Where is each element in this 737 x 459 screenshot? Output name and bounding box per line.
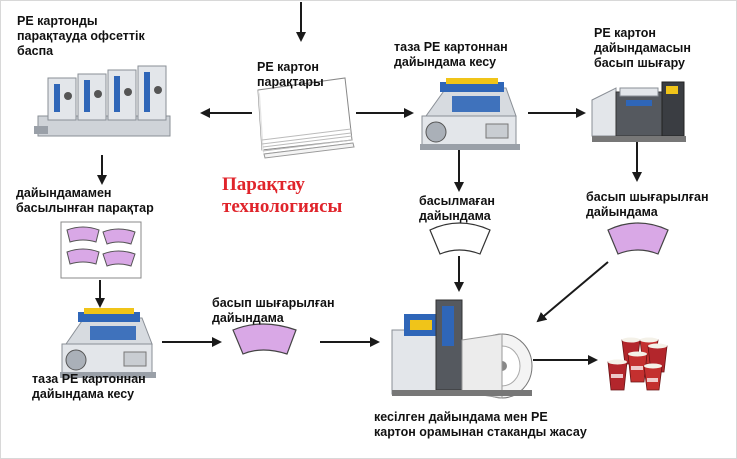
- die-cutting-machine-icon: [420, 78, 520, 150]
- label-printed-sheets: дайындамамен басылынған парақтар: [16, 186, 154, 215]
- offset-printing-press-icon: [34, 65, 171, 137]
- label-printed-blank-right: басып шығарылған дайындама: [586, 190, 709, 219]
- label-offset-print: PE картонды парақтауда офсеттік баспа: [17, 14, 145, 58]
- printed-sheets-icon: [60, 221, 142, 279]
- cup-forming-machine-icon: [391, 299, 533, 399]
- blank-printed-icon: [607, 222, 669, 255]
- label-die-cut-top: таза PE картоннан дайындама кесу: [394, 40, 508, 69]
- label-unprinted-blank: басылмаған дайындама: [419, 194, 495, 223]
- blank-printed-icon: [232, 323, 297, 355]
- diagram-title: Парақтау технологиясы: [222, 174, 372, 218]
- label-print-blank-top: PE картон дайындамасын басып шығару: [594, 26, 691, 70]
- paper-cups-icon: [607, 337, 668, 391]
- die-cutting-machine-icon: [60, 308, 156, 378]
- label-cup-making: кесілген дайындама мен PE картон орамына…: [374, 410, 587, 439]
- title-line-1: Парақтау: [222, 174, 305, 195]
- digital-printer-icon: [591, 81, 686, 142]
- paper-stack-icon: [257, 77, 355, 159]
- title-line-2: технологиясы: [222, 196, 343, 217]
- label-die-cut-bottom: таза PE картоннан дайындама кесу: [32, 372, 146, 401]
- label-pe-sheets: PE картон парақтары: [257, 60, 324, 89]
- label-printed-blank-mid: басып шығарылған дайындама: [212, 296, 335, 325]
- blank-unprinted-icon: [429, 222, 491, 255]
- arrow-printed-to-cup-machine: [536, 261, 609, 323]
